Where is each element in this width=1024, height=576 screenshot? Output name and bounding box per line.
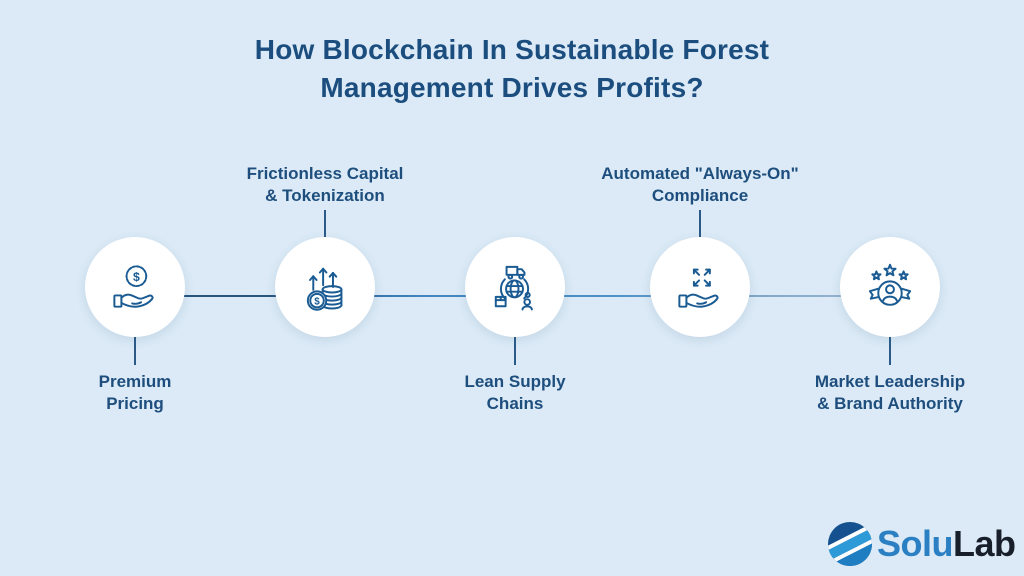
logo-text-lab: Lab [953,523,1016,564]
global-supply-chain-icon [494,265,533,311]
step-circle-market-leadership [840,237,940,337]
svg-text:$: $ [314,296,320,307]
logo-text-solu: Solu [877,523,954,564]
page-title: How Blockchain In Sustainable Forest Man… [254,34,770,103]
step-circle-automated-compliance [650,237,750,337]
tick-step-5 [889,337,891,365]
step-label-premium-pricing: Premium Pricing [98,372,172,413]
step-circle-lean-supply-chains [465,237,565,337]
step-circle-premium-pricing: $ [85,237,185,337]
tick-step-2 [324,210,326,237]
solulab-sphere-icon [828,522,872,566]
step-label-frictionless-capital: Frictionless Capital & Tokenization [246,164,404,205]
hand-expand-arrows-icon [678,268,719,308]
coins-growth-arrows-icon: $ [306,267,343,311]
solulab-logo: SoluLab [828,522,1016,566]
step-label-market-leadership: Market Leadership & Brand Authority [814,372,966,413]
hand-dollar-coin-icon: $ [113,265,154,308]
award-person-stars-icon [868,263,912,306]
step-label-lean-supply-chains: Lean Supply Chains [464,372,566,413]
tick-step-4 [699,210,701,237]
tick-step-1 [134,337,136,365]
logo-wordmark: SoluLab [877,522,1016,566]
svg-text:$: $ [133,270,140,284]
step-label-automated-compliance: Automated "Always-On" Compliance [601,164,799,205]
step-circle-frictionless-capital: $ [275,237,375,337]
tick-step-3 [514,337,516,365]
